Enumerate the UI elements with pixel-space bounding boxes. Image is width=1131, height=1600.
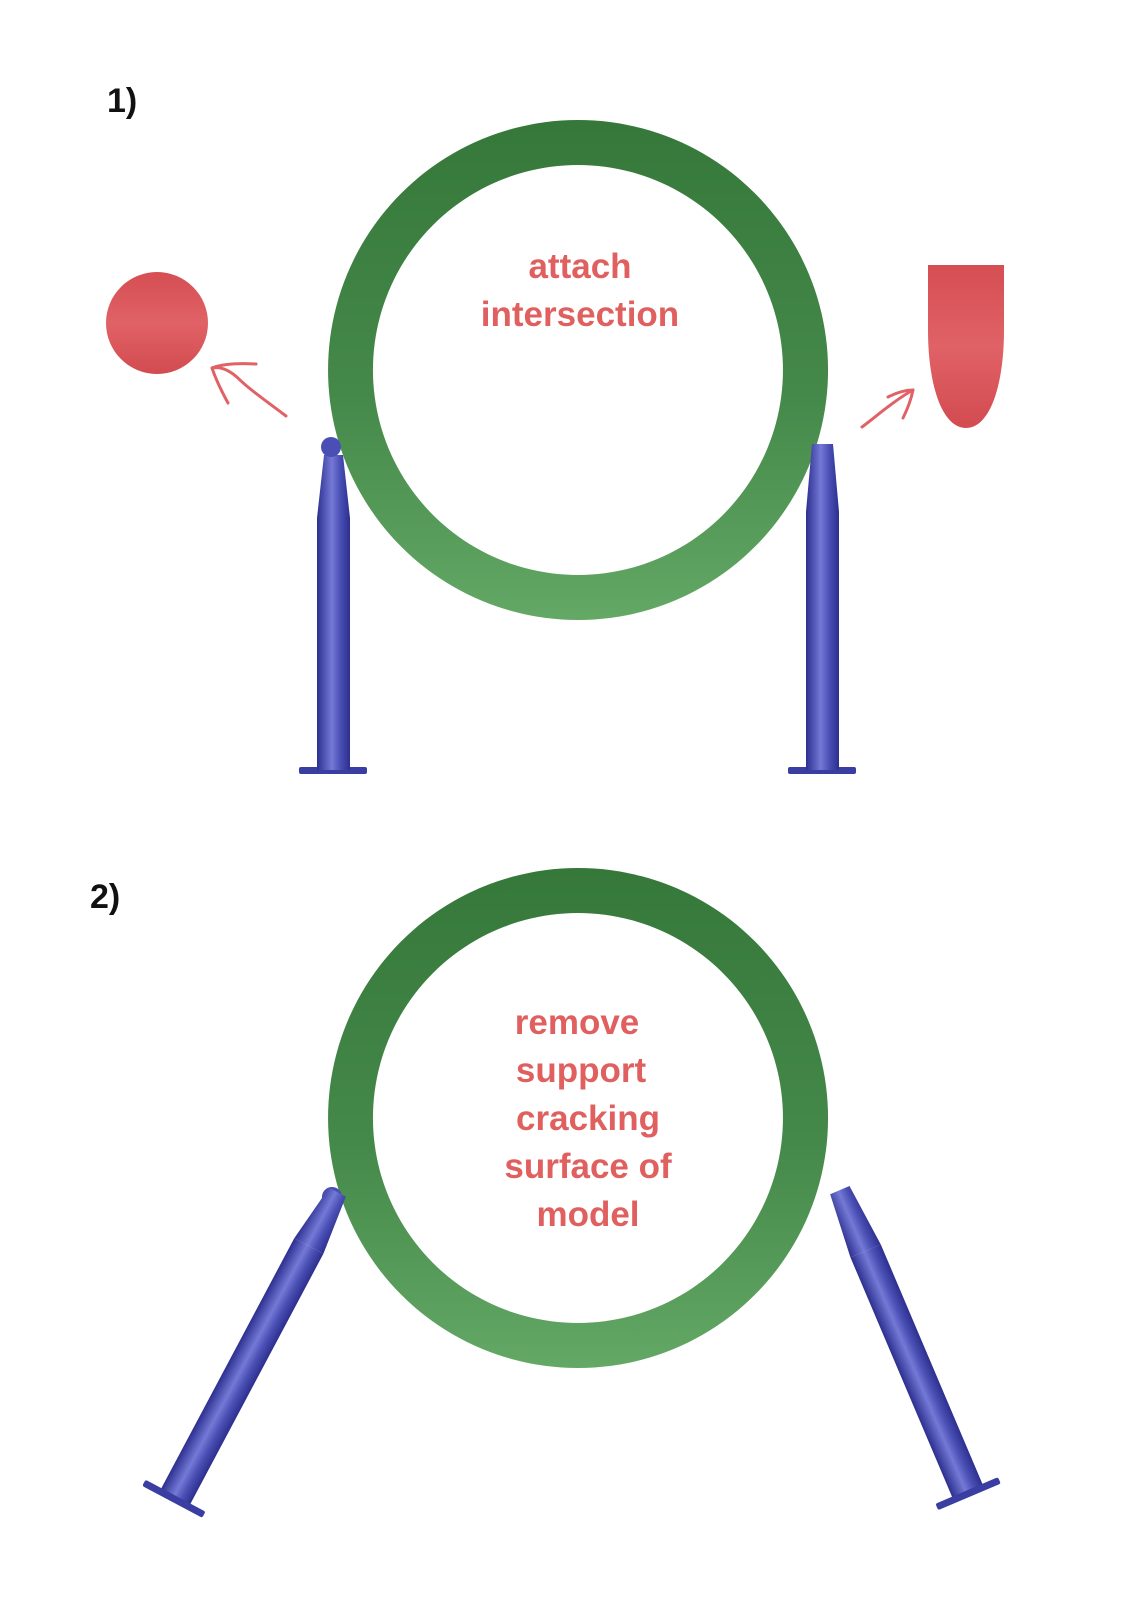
support-shaft	[160, 1238, 324, 1506]
hand-drawn-arrow-right	[860, 388, 915, 429]
support-right-1	[788, 444, 856, 774]
support-taper	[830, 1186, 881, 1258]
support-taper	[317, 455, 350, 518]
support-taper	[806, 444, 839, 512]
support-base	[936, 1477, 1001, 1510]
support-ball-tip	[321, 437, 341, 457]
support-base	[142, 1480, 205, 1518]
support-shaft	[317, 518, 350, 770]
step-1-caption: attach intersection	[440, 243, 720, 339]
caption-line: remove	[514, 1003, 640, 1042]
caption-line: intersection	[480, 295, 680, 334]
support-left-2	[142, 1187, 346, 1518]
step-2-label: 2)	[90, 878, 121, 916]
step-2-group	[142, 868, 1001, 1518]
step-1-label: 1)	[107, 82, 138, 120]
hand-drawn-arrow-left	[210, 362, 288, 418]
caption-line: cracking	[516, 1099, 660, 1138]
support-left-1	[299, 437, 367, 774]
rounded-cylinder-contact-shape	[928, 265, 1004, 428]
step-1-group	[106, 120, 1004, 774]
support-shaft	[850, 1244, 984, 1499]
support-right-2	[830, 1186, 1001, 1510]
caption-line: surface of	[504, 1147, 672, 1186]
step-2-caption: remove support cracking surface of model	[448, 999, 728, 1239]
support-shaft	[806, 512, 839, 770]
support-taper	[294, 1187, 346, 1254]
caption-line: support	[515, 1051, 647, 1090]
sphere-contact-shape	[106, 272, 208, 374]
caption-line: attach	[528, 247, 632, 286]
caption-line: model	[536, 1195, 640, 1234]
model-ring-1	[328, 120, 829, 620]
